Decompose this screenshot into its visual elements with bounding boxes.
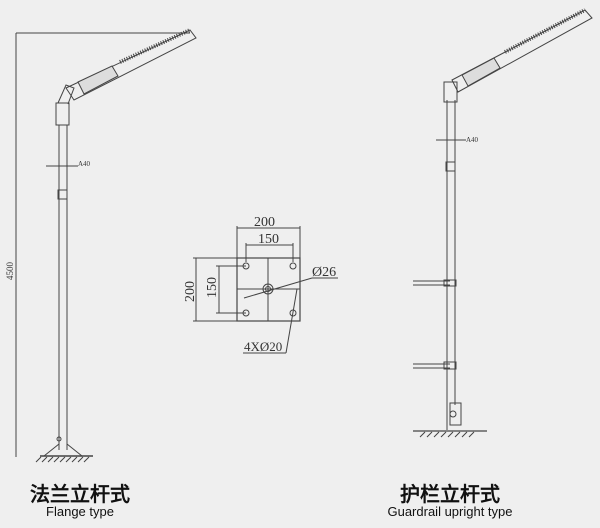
bolt-holes-label: 4XØ20	[244, 339, 282, 354]
guardrail-title-en: Guardrail upright type	[387, 504, 513, 519]
height-dimension: 4500	[5, 262, 15, 281]
base-plate-drawing: 200 150 200 150 Ø26 4XØ20	[183, 215, 338, 354]
arm-dimension: A40	[78, 160, 91, 168]
guardrail-title-zh: 护栏立杆式	[400, 482, 500, 506]
guardrail-pole-drawing: A40	[413, 8, 593, 438]
plate-height-inner: 150	[205, 277, 220, 298]
flange-lamp-head	[65, 28, 197, 101]
guardrail-arm-dimension: A40	[466, 136, 479, 144]
plate-width-inner: 150	[258, 232, 279, 247]
plate-width-outer: 200	[254, 215, 275, 230]
plate-height-outer: 200	[183, 281, 198, 302]
flange-pole-drawing: 4500 A40	[5, 28, 197, 463]
center-hole-label: Ø26	[312, 265, 336, 280]
flange-title-zh: 法兰立杆式	[30, 482, 130, 506]
guardrail-lamp-head	[451, 8, 593, 93]
flange-title-en: Flange type	[46, 504, 114, 519]
